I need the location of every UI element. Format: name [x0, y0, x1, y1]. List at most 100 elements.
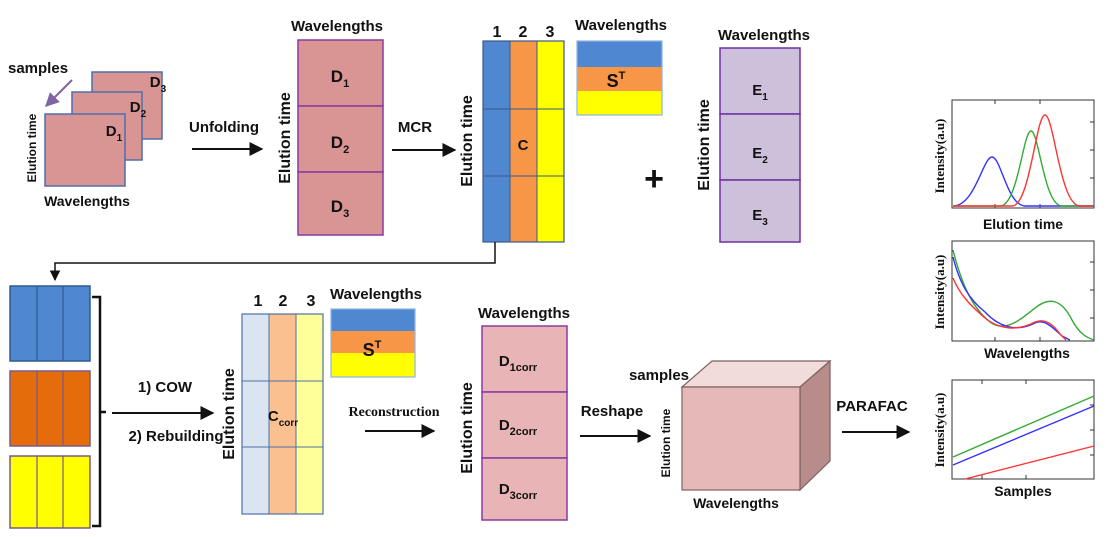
- c-matrix: 1 2 3 C Elution time: [459, 24, 565, 243]
- dcorr-block-2: [481, 391, 568, 459]
- unfolded-block-3-sub: 3: [343, 208, 349, 220]
- slice-d2-label: D: [130, 99, 141, 116]
- ccorr-col-label-3: 3: [307, 293, 316, 310]
- split-columns: [9, 285, 106, 529]
- svg-text:D3corr: D3corr: [499, 481, 538, 502]
- mcr-label: MCR: [398, 119, 432, 136]
- plot1-ylabel: Intensity(a.u): [932, 119, 947, 194]
- plot-elution-profiles: Intensity(a.u) Elution time: [932, 99, 1095, 232]
- e-block-2-label: E: [752, 145, 762, 162]
- dcorr-block-3-sub: 3corr: [510, 490, 538, 502]
- elution-curve-red: [953, 114, 1094, 207]
- plot1-xlabel: Elution time: [983, 216, 1063, 232]
- step-reshape-label: Reshape: [581, 403, 644, 420]
- ccorr-elution-label: Elution time: [221, 368, 238, 460]
- slice-d1: [44, 113, 126, 187]
- c-center-label: C: [518, 137, 529, 154]
- plot3-ylabel: Intensity(a.u): [932, 393, 947, 468]
- e-wavelengths-label: Wavelengths: [718, 27, 810, 44]
- step-reconstruction-label: Reconstruction: [349, 405, 440, 420]
- c-col-label-3: 3: [546, 24, 555, 41]
- dcorr-block-1-label: D: [499, 353, 510, 370]
- plot-sample-profiles: Intensity(a.u) Samples: [932, 379, 1095, 499]
- step-rebuilding-label: 2) Rebuilding: [129, 428, 224, 445]
- e-elution-label: Elution time: [696, 99, 713, 191]
- slice-d1-sub: 1: [117, 133, 123, 144]
- ccorr-col-label-1: 1: [254, 293, 263, 310]
- svg-text:D1: D1: [106, 123, 123, 144]
- e-block-3-sub: 3: [762, 217, 768, 228]
- e-matrix: Wavelengths E1 E2 E3 Elution time: [696, 27, 810, 243]
- split-bracket: [92, 295, 102, 528]
- dcorr-block-2-label: D: [499, 417, 510, 434]
- slices-wavelengths-label: Wavelengths: [44, 193, 130, 209]
- cube-front: [681, 386, 801, 491]
- st-wavelengths-label: Wavelengths: [575, 17, 667, 34]
- plot-spectral-profiles: Intensity(a.u) Wavelengths: [932, 240, 1095, 361]
- st-sup: T: [619, 70, 626, 82]
- e-block-2: [719, 113, 801, 181]
- data-cube: samples Elution time Wavelengths: [629, 359, 832, 511]
- slice-d2-sub: 2: [141, 109, 147, 120]
- unfolded-block-1-sub: 1: [343, 78, 349, 90]
- spectrum-curve-red: [952, 277, 1067, 341]
- stacked-slices: D3 D2 D1 samples Elution time Wavelength…: [8, 60, 167, 209]
- svg-text:D2corr: D2corr: [499, 417, 538, 438]
- unfolded-d-matrix: Wavelengths D1 D2 D3 Elution time: [277, 18, 384, 236]
- dcorr-matrix: Wavelengths D1corr D2corr D3corr Elution…: [459, 305, 570, 521]
- c-col-2: [510, 41, 537, 242]
- unfolded-block-3: [297, 171, 384, 236]
- svg-text:E2: E2: [752, 145, 768, 166]
- samples-arrow: [45, 79, 73, 107]
- svg-text:D2: D2: [130, 99, 147, 120]
- svg-text:E3: E3: [752, 207, 768, 228]
- sample-line-blue: [952, 405, 1095, 466]
- unfolded-block-3-label: D: [331, 197, 343, 216]
- st2-label: S: [363, 340, 375, 360]
- unfolded-block-1-label: D: [331, 67, 343, 86]
- slice-d3-label: D: [150, 74, 161, 91]
- c-col-1: [483, 41, 510, 242]
- svg-text:D3: D3: [331, 197, 349, 220]
- plot2-ylabel: Intensity(a.u): [932, 255, 947, 330]
- c-to-split-connector: [49, 242, 496, 282]
- sample-line-green: [952, 395, 1095, 458]
- dcorr-block-2-sub: 2corr: [510, 426, 538, 438]
- ccorr-matrix: 1 2 3 Ccorr Elution time: [221, 293, 324, 515]
- c-col-label-2: 2: [519, 24, 528, 41]
- e-block-3: [719, 179, 801, 243]
- unfolded-wavelengths-label: Wavelengths: [291, 18, 383, 35]
- svg-text:E1: E1: [752, 82, 768, 103]
- unfolded-block-2-sub: 2: [343, 144, 349, 156]
- st2-sup: T: [375, 339, 382, 351]
- cube-samples-label: samples: [629, 367, 689, 384]
- plot2-xlabel: Wavelengths: [984, 345, 1070, 361]
- slice-d1-label: D: [106, 123, 117, 140]
- svg-text:D2: D2: [331, 133, 349, 156]
- slices-samples-label: samples: [8, 60, 68, 77]
- step-parafac-label: PARAFAC: [836, 398, 908, 415]
- c-elution-label: Elution time: [459, 95, 476, 187]
- unfolding-label: Unfolding: [189, 119, 259, 136]
- e-block-1-sub: 1: [762, 92, 768, 103]
- split-blue: [9, 285, 91, 362]
- c-col-label-1: 1: [493, 24, 502, 41]
- dcorr-block-3-label: D: [499, 481, 510, 498]
- svg-text:ST: ST: [607, 70, 626, 91]
- ccorr-center-sub: corr: [279, 418, 299, 429]
- spectrum-curve-green: [952, 249, 1095, 341]
- st-matrix: Wavelengths ST: [575, 17, 667, 116]
- svg-text:ST: ST: [363, 339, 382, 360]
- ccorr-col-label-2: 2: [279, 293, 288, 310]
- e-block-3-label: E: [752, 207, 762, 224]
- elution-curve-blue: [952, 156, 1094, 207]
- split-yellow: [9, 455, 91, 529]
- unfolded-elution-label: Elution time: [277, 92, 294, 184]
- sample-line-red: [964, 445, 1095, 480]
- ccorr-center-label: C: [268, 408, 279, 425]
- cube-elution-label: Elution time: [659, 408, 673, 477]
- split-orange: [9, 370, 91, 447]
- spectrum-curve-blue: [952, 256, 1071, 341]
- plus-sign: +: [644, 160, 664, 198]
